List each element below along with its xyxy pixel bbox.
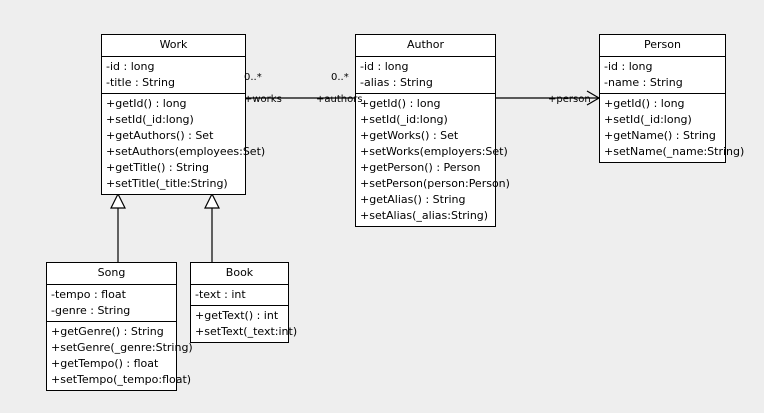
attribute-row: -text : int — [195, 288, 246, 301]
methods-compartment-author: +getId() : long +setId(_id:long) +getWor… — [356, 93, 510, 226]
method-row: +getText() : int — [195, 309, 279, 322]
methods-compartment-work: +getId() : long +setId(_id:long) +getAut… — [102, 93, 266, 194]
method-row: +setName(_name:String) — [604, 145, 745, 158]
method-row: +setTempo(_tempo:float) — [51, 373, 192, 386]
attributes-compartment-song: -tempo : float -genre : String — [47, 284, 176, 321]
attributes-compartment-book: -text : int — [191, 284, 288, 305]
methods-compartment-book: +getText() : int +setText(_text:int) — [191, 305, 298, 342]
class-name-author: Author — [406, 38, 445, 51]
class-box-author[interactable]: Author -id : long -alias : String +getId… — [355, 34, 510, 227]
generalization-triangle-icon-song — [110, 192, 126, 209]
method-row: +setTitle(_title:String) — [106, 177, 228, 190]
role-person: +person — [548, 94, 591, 105]
method-row: +setId(_id:long) — [604, 113, 692, 126]
class-name-book: Book — [225, 266, 254, 279]
method-row: +setAuthors(employees:Set) — [106, 145, 266, 158]
attributes-compartment-person: -id : long -name : String — [600, 56, 725, 93]
method-row: +setId(_id:long) — [360, 113, 448, 126]
attribute-row: -tempo : float — [51, 288, 126, 301]
attribute-row: -alias : String — [360, 76, 433, 89]
multiplicity-work-side: 0..* — [244, 72, 262, 83]
method-row: +setPerson(person:Person) — [360, 177, 510, 190]
method-row: +getGenre() : String — [51, 325, 164, 338]
class-box-book[interactable]: Book -text : int +getText() : int +setTe… — [190, 262, 298, 343]
method-row: +setText(_text:int) — [195, 325, 298, 338]
attribute-row: -title : String — [106, 76, 176, 89]
attribute-row: -id : long — [604, 60, 653, 73]
method-row: +setAlias(_alias:String) — [360, 209, 489, 222]
method-row: +getTempo() : float — [51, 357, 159, 370]
method-row: +getName() : String — [604, 129, 716, 142]
methods-compartment-person: +getId() : long +setId(_id:long) +getNam… — [600, 93, 745, 162]
class-box-song[interactable]: Song -tempo : float -genre : String +get… — [46, 262, 193, 391]
method-row: +setWorks(employers:Set) — [360, 145, 508, 158]
class-name-song: Song — [97, 266, 126, 279]
method-row: +getWorks() : Set — [360, 129, 459, 142]
method-row: +getAlias() : String — [360, 193, 466, 206]
class-name-work: Work — [159, 38, 188, 51]
attribute-row: -name : String — [604, 76, 683, 89]
method-row: +setId(_id:long) — [106, 113, 194, 126]
methods-compartment-song: +getGenre() : String +setGenre(_genre:St… — [47, 321, 193, 390]
method-row: +getPerson() : Person — [360, 161, 481, 174]
role-works: +works — [244, 94, 282, 105]
attributes-compartment-work: -id : long -title : String — [102, 56, 245, 93]
role-authors: +authors — [316, 94, 363, 105]
attribute-row: -id : long — [360, 60, 409, 73]
generalization-triangle-icon-book — [204, 192, 220, 209]
multiplicity-author-side: 0..* — [331, 72, 349, 83]
attribute-row: -genre : String — [51, 304, 131, 317]
method-row: +getId() : long — [604, 97, 685, 110]
method-row: +getId() : long — [360, 97, 441, 110]
class-box-work[interactable]: Work -id : long -title : String +getId()… — [101, 34, 266, 195]
method-row: +getId() : long — [106, 97, 187, 110]
method-row: +setGenre(_genre:String) — [51, 341, 193, 354]
class-box-person[interactable]: Person -id : long -name : String +getId(… — [599, 34, 745, 163]
method-row: +getAuthors() : Set — [106, 129, 214, 142]
attributes-compartment-author: -id : long -alias : String — [356, 56, 495, 93]
attribute-row: -id : long — [106, 60, 155, 73]
class-name-person: Person — [644, 38, 681, 51]
method-row: +getTitle() : String — [106, 161, 209, 174]
